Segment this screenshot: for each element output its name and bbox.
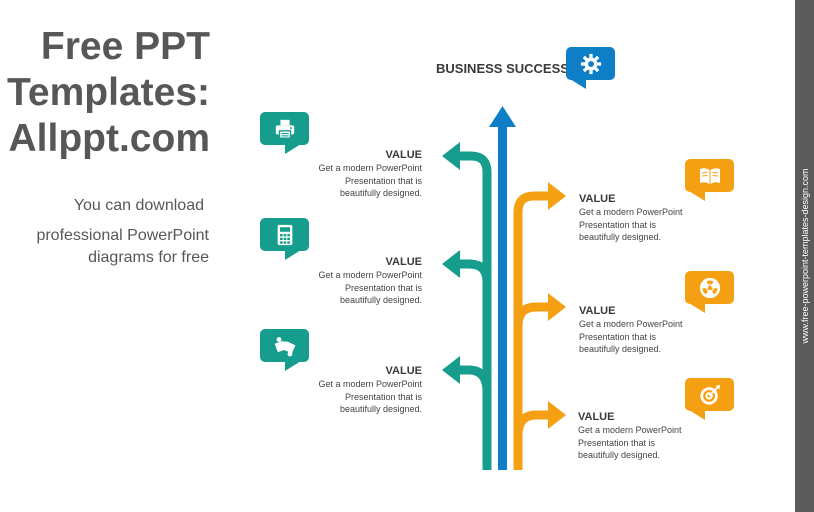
blue-trunk xyxy=(498,125,507,470)
right-item-1: VALUE Get a modern PowerPoint Presentati… xyxy=(579,192,709,244)
brand-title-line-3: Allppt.com xyxy=(8,117,211,160)
left-item-1-title: VALUE xyxy=(385,149,422,161)
diagram-heading: BUSINESS SUCCESS xyxy=(436,61,569,76)
teal-branch-3 xyxy=(458,365,492,393)
teal-arrowhead-1 xyxy=(442,142,460,170)
printer-icon xyxy=(275,119,294,139)
book-icon xyxy=(699,167,720,184)
side-banner-url[interactable]: www.free-powerpoint-templates-design.com xyxy=(799,168,810,344)
right-bubble-2 xyxy=(685,271,734,313)
right-item-2-title: VALUE xyxy=(579,305,616,317)
gear-icon xyxy=(580,53,601,74)
puzzle-icon xyxy=(274,336,295,356)
orange-arrowhead-3 xyxy=(548,401,566,429)
left-item-1-desc-1: Get a modern PowerPoint xyxy=(318,163,422,173)
right-item-1-desc-3: beautifully designed. xyxy=(579,232,662,242)
right-item-3-title: VALUE xyxy=(578,411,615,423)
calculator-icon xyxy=(277,224,292,245)
left-item-2-desc-1: Get a modern PowerPoint xyxy=(318,270,422,280)
brand-subtitle-line-3: diagrams for free xyxy=(88,249,209,266)
right-item-3-desc-3: beautifully designed. xyxy=(578,450,661,460)
left-item-2: VALUE Get a modern PowerPoint Presentati… xyxy=(292,255,422,307)
heading-bubble xyxy=(566,47,615,89)
orange-trunk xyxy=(513,191,549,470)
target-icon xyxy=(699,384,720,405)
left-item-3-title: VALUE xyxy=(385,365,422,377)
left-item-3-desc-1: Get a modern PowerPoint xyxy=(318,379,422,389)
teal-branch-2 xyxy=(458,259,492,283)
right-item-3-desc-2: Presentation that is xyxy=(578,437,656,448)
left-bubble-2 xyxy=(260,218,309,260)
right-item-2-desc-3: beautifully designed. xyxy=(579,344,662,354)
brand-subtitle-line-2: professional PowerPoint xyxy=(36,227,209,244)
left-bubble-1 xyxy=(260,112,309,154)
teal-arrowhead-2 xyxy=(442,250,460,278)
right-bubble-3 xyxy=(685,378,734,420)
left-item-2-desc-2: Presentation that is xyxy=(344,282,422,293)
left-item-3-desc-2: Presentation that is xyxy=(344,391,422,402)
arrow-graphic xyxy=(442,106,566,470)
orange-arrowhead-1 xyxy=(548,182,566,210)
right-item-1-desc-2: Presentation that is xyxy=(579,219,657,230)
radiation-icon xyxy=(699,277,720,298)
brand-title-line-2: Templates: xyxy=(7,71,210,114)
orange-branch-3 xyxy=(513,410,549,437)
brand-title-line-1: Free PPT xyxy=(40,25,210,68)
orange-branch-2 xyxy=(513,302,549,327)
right-bubble-1 xyxy=(685,159,734,201)
left-item-3-desc-3: beautifully designed. xyxy=(339,404,422,414)
left-item-2-desc-3: beautifully designed. xyxy=(339,295,422,305)
teal-trunk xyxy=(458,151,492,470)
left-item-3: VALUE Get a modern PowerPoint Presentati… xyxy=(292,364,422,416)
teal-arrowhead-3 xyxy=(442,356,460,384)
right-item-1-desc-1: Get a modern PowerPoint xyxy=(579,207,683,217)
left-item-1-desc-3: beautifully designed. xyxy=(339,188,422,198)
left-item-1-desc-2: Presentation that is xyxy=(344,175,422,186)
blue-arrowhead xyxy=(489,106,516,127)
brand-title: Free PPT Templates: Allppt.com xyxy=(0,24,210,162)
left-item-2-title: VALUE xyxy=(385,256,422,268)
right-item-2-desc-1: Get a modern PowerPoint xyxy=(579,319,683,329)
right-item-1-title: VALUE xyxy=(579,193,616,205)
right-item-3-desc-1: Get a modern PowerPoint xyxy=(578,425,682,435)
right-item-2: VALUE Get a modern PowerPoint Presentati… xyxy=(579,304,709,356)
side-banner: www.free-powerpoint-templates-design.com xyxy=(795,0,814,512)
diagram: BUSINESS SUCCESS xyxy=(260,47,734,470)
orange-arrowhead-2 xyxy=(548,293,566,321)
brand-subtitle: You can download professional PowerPoint… xyxy=(0,195,209,269)
brand-subtitle-line-1: You can download xyxy=(73,197,204,214)
right-item-3: VALUE Get a modern PowerPoint Presentati… xyxy=(578,410,708,462)
left-bubble-3 xyxy=(260,329,309,371)
right-item-2-desc-2: Presentation that is xyxy=(579,331,657,342)
left-item-1: VALUE Get a modern PowerPoint Presentati… xyxy=(292,148,422,200)
